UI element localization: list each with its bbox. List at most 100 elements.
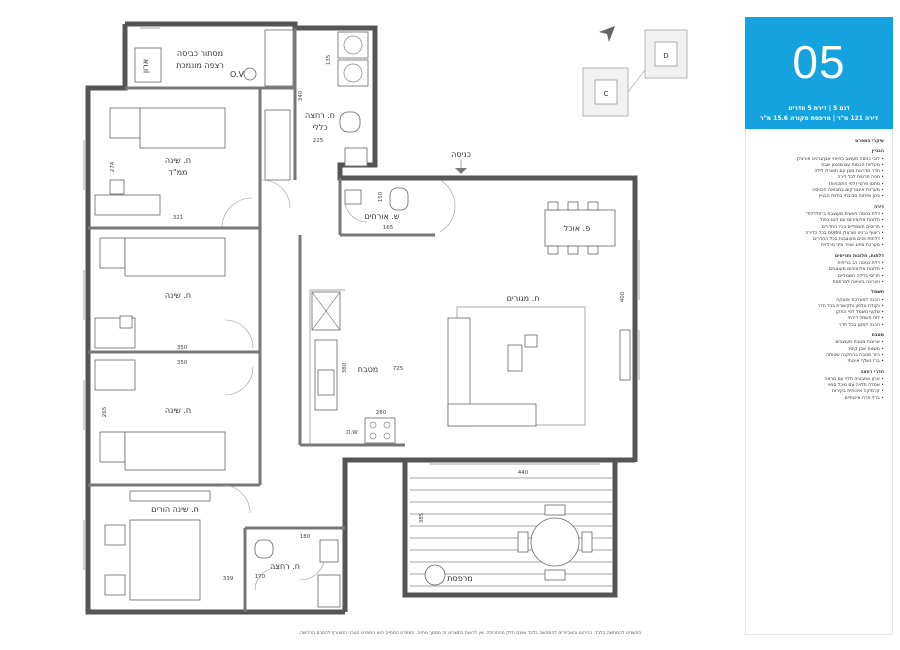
bed3-desk (94, 359, 136, 391)
spec-section-heading: דירה (874, 204, 884, 210)
dim-339: 339 (223, 576, 234, 582)
cooktop (364, 417, 396, 444)
spec-item: • חניה פרטית לכל דירה (837, 175, 884, 181)
label-kitchen: מטבח (358, 365, 378, 374)
dim-135: 135 (326, 54, 332, 65)
master-toilet-icon (254, 539, 274, 559)
sofa-l (447, 403, 537, 427)
drain-symbol (243, 67, 257, 81)
unit-type-line: דגם 5 | דירת 5 חדרים (788, 105, 850, 112)
spec-item: • אסלה תלויה עם מיכל סמוי (827, 383, 884, 389)
mamad-bed-icon (109, 107, 141, 139)
label-bathroom-main-2: כללי (312, 123, 327, 132)
guest-sink-icon (344, 189, 362, 205)
bed2-pillow (99, 237, 126, 269)
exterior-walls (85, 21, 638, 615)
label-bathroom-main: ח. רחצה (305, 111, 335, 120)
spec-item: • ברז נשלף איכותי (847, 359, 884, 365)
dining-chair (587, 245, 599, 255)
spec-item: • לובי כניסה מעוצב בחיפוי אבן/גרניט פורצ… (797, 156, 884, 162)
label-dw: D.W (346, 430, 358, 436)
bed3-pillow (99, 431, 126, 463)
balcony-chair (544, 569, 566, 581)
dim-321: 321 (173, 215, 184, 221)
block-d-label: D (663, 52, 668, 60)
spec-item: • ויטרינה ביציאה למרפסת (832, 279, 884, 285)
spec-item: • תריסים חשמליים בכל החדרים (821, 224, 884, 230)
spec-item: • משטח אבן קיסר (847, 346, 884, 352)
dining-chair (547, 245, 559, 255)
mamad-bed-body (139, 107, 226, 149)
spec-item: • כיור מטבח בהתקנה שטוחה (826, 352, 884, 358)
spec-item: • דלת כניסה רב בריחית (837, 261, 884, 267)
interior-walls (88, 28, 435, 612)
balcony-chair (581, 531, 593, 553)
spec-sections: הבניין• לובי כניסה מעוצב בחיפוי אבן/גרני… (754, 149, 884, 402)
spec-item: • מערכת מיזוג אוויר מיני מרכזית (821, 243, 884, 249)
plant-pot (424, 564, 446, 586)
dining-table (544, 209, 616, 247)
spec-item: • קרמיקה איכותית בקירות (831, 389, 884, 395)
label-dining: פ. אוכל (564, 224, 590, 233)
spec-panel: עיקרי המפרט הבניין• לובי כניסה מעוצב בחי… (745, 129, 893, 635)
label-closet: ארון (141, 59, 150, 73)
floor-plan: מסתור כביסה רצפה מונמכת ארון O.V ח. רחצה… (83, 21, 640, 615)
guest-toilet-icon (389, 187, 409, 211)
spec-item: • תריסי גלילה חשמליים (838, 273, 884, 279)
spec-item: • הכנה למערכת אזעקה (836, 297, 884, 303)
spec-item: • ארון אמבטיה תלוי עם מראה (824, 376, 884, 382)
bed3-bed (124, 431, 226, 471)
kitchen-sink-icon (317, 369, 335, 396)
spec-title: עיקרי המפרט (855, 139, 884, 144)
dim-380: 380 (342, 362, 348, 373)
label-bedroom-mamad-2: ממ"ד (169, 168, 188, 177)
spec-item: • הכנה למזגן בכל חדר (838, 322, 884, 328)
spec-item: • דלת כניסה ראשית מעוצבת ב"פלדלת" (805, 211, 884, 217)
master-sink-icon (319, 539, 339, 563)
service-rack (264, 29, 294, 87)
windows (83, 27, 640, 570)
spec-item: • לוח חשמל דירתי (847, 316, 884, 322)
spec-section-heading: חשמל (871, 290, 884, 296)
dim-400: 400 (620, 291, 626, 302)
label-bedroom-2: ח. שינה (165, 291, 191, 300)
dim-165: 165 (383, 225, 394, 231)
master-shower-icon (317, 574, 341, 608)
balcony-chair (544, 504, 566, 516)
dim-385: 385 (419, 512, 425, 523)
master-bed (129, 519, 201, 601)
dim-340: 340 (298, 90, 304, 101)
label-master-bath: ח. רחצה (270, 562, 300, 571)
dim-170: 170 (255, 574, 266, 580)
balcony-chair (517, 531, 529, 553)
spec-item: • נקודת טלפון ותקשורת בכל חדר (817, 303, 884, 309)
dim-280: 280 (376, 410, 387, 416)
spec-item: • מערכת אינטרקום במבואת הכניסה (812, 188, 884, 194)
unit-area-line: דירה 121 מ"ר | מרפסת מקורה 15.6 מ"ר (760, 115, 878, 122)
balcony-table (530, 517, 580, 567)
dining-chair (567, 245, 579, 255)
coffee-table (507, 344, 523, 372)
laundry-cabinet (134, 47, 162, 83)
spec-item: • מחסן פרטי (לפי התוכניות) (828, 181, 884, 187)
label-service-balcony-2: רצפה מונמכת (176, 61, 224, 70)
master-wardrobe (129, 490, 211, 502)
mamad-chair (109, 179, 125, 195)
dim-265: 265 (102, 406, 108, 417)
bed2-bed (124, 237, 226, 277)
spec-item: • ארונות מטבח מעוצבים (835, 340, 884, 346)
nightstand-right (104, 574, 126, 596)
dining-chair (587, 201, 599, 211)
label-dud: O.V (230, 70, 245, 79)
dim-350b: 350 (177, 360, 188, 366)
key-map: D C (582, 26, 688, 117)
toilet-icon (339, 111, 361, 133)
spec-section-heading: דלתות, חלונות ותריסים (834, 253, 884, 259)
spec-section-heading: מטבח (871, 333, 884, 339)
side-table (524, 334, 538, 348)
dim-350a: 350 (177, 345, 188, 351)
label-bedroom-3: ח. שינה (165, 406, 191, 415)
dim-225: 225 (313, 138, 324, 144)
dim-180: 180 (300, 534, 311, 540)
spec-section-heading: הבניין (871, 149, 884, 155)
